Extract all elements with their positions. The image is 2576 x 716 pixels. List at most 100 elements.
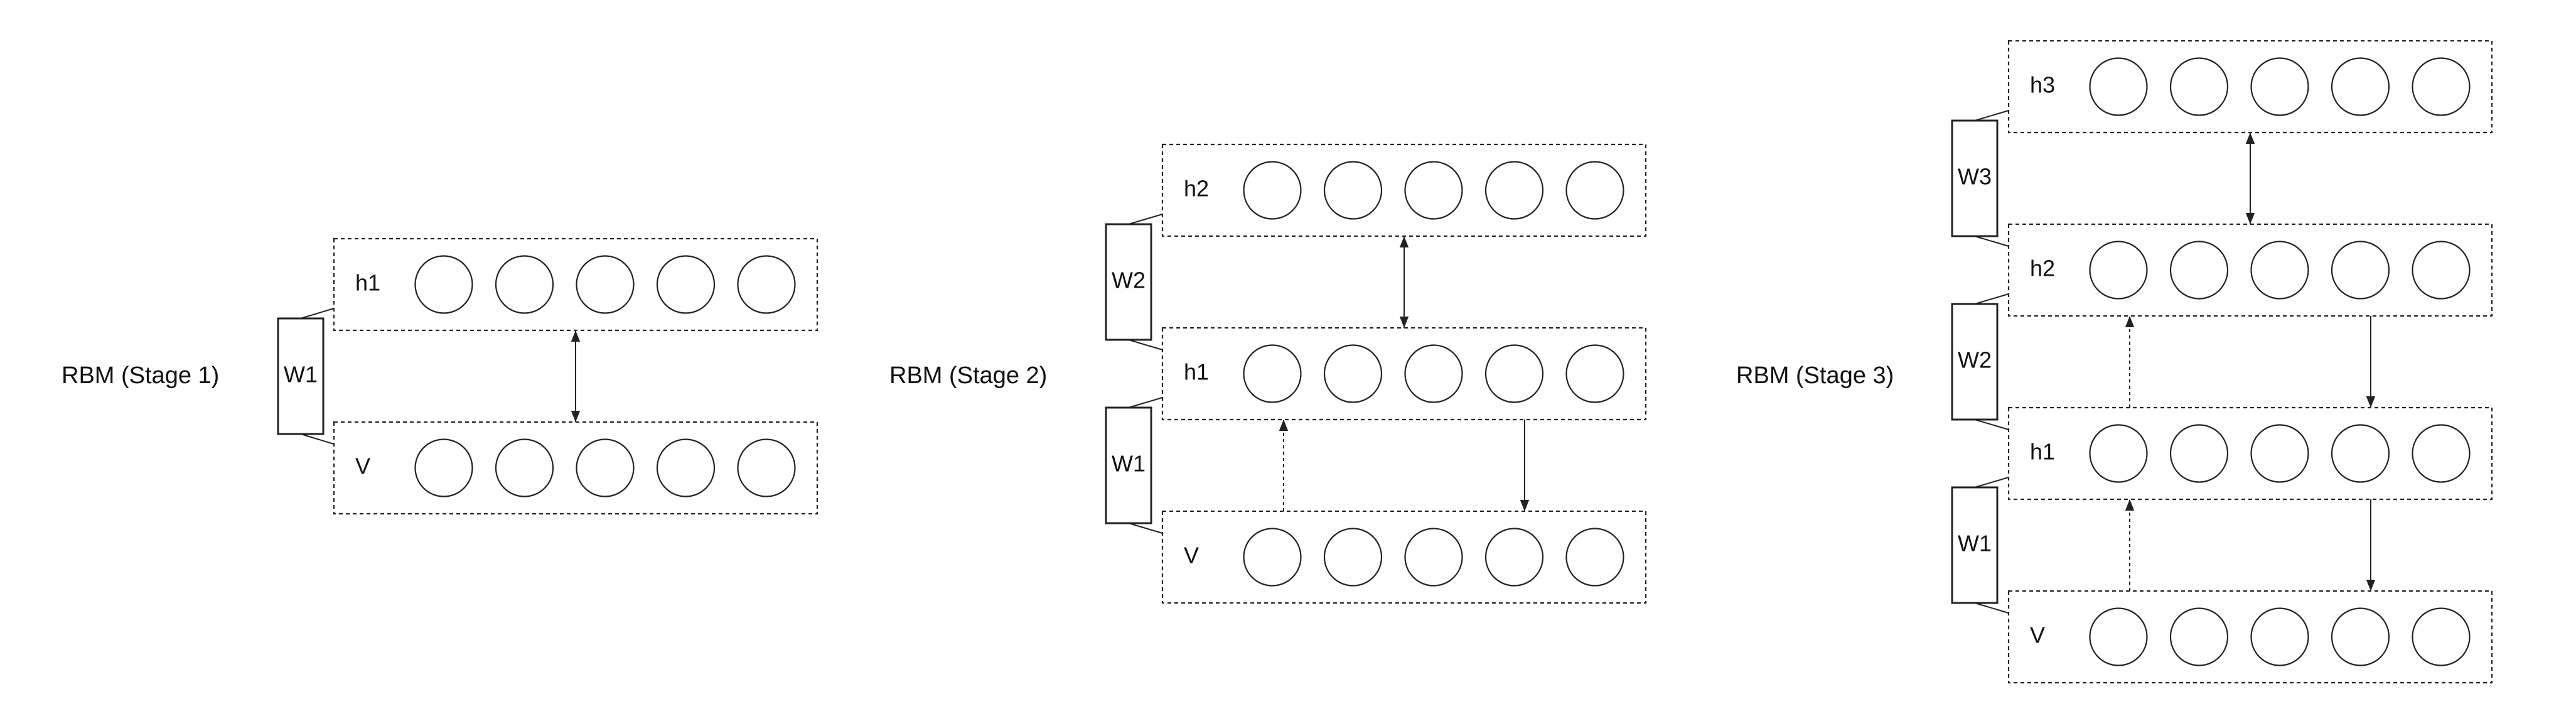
unit-circle: [2089, 424, 2148, 483]
unit-circle: [1565, 344, 1624, 403]
weight-label: W1: [1112, 451, 1146, 477]
unit-circle: [2089, 57, 2148, 116]
unit-circle: [576, 255, 635, 314]
layer-box: [333, 237, 818, 332]
weight-w1: W1: [1105, 397, 1163, 534]
stage-label: RBM (Stage 3): [1736, 362, 1894, 389]
unit-circle: [1243, 161, 1302, 220]
unit-circle: [1404, 161, 1463, 220]
unit-circle: [414, 438, 473, 497]
layer-label: h3: [2030, 72, 2055, 98]
stage-label: RBM (Stage 1): [62, 362, 219, 389]
unit-circle: [1404, 344, 1463, 403]
layer-label: h1: [2030, 439, 2055, 465]
unit-circle: [1323, 161, 1383, 220]
unit-circle: [1565, 528, 1624, 587]
unit-circle: [2169, 607, 2229, 666]
weight-box: [1951, 119, 1999, 237]
stage-label: RBM (Stage 2): [889, 362, 1047, 389]
layer-h2: h2: [1161, 143, 1647, 237]
layer-v: V: [333, 421, 818, 515]
weight-box: [1951, 303, 1999, 421]
unit-circle: [1323, 344, 1383, 403]
layer-box: [2007, 40, 2493, 134]
weight-w2: W2: [1951, 293, 2009, 430]
unit-circle: [576, 438, 635, 497]
layer-box: [2007, 223, 2493, 317]
connector-line: [1974, 419, 2009, 430]
connector-line: [1974, 293, 2009, 305]
layer-box: [2007, 406, 2493, 501]
unit-circle: [2412, 424, 2471, 483]
unit-circle: [1243, 528, 1302, 587]
weight-w3: W3: [1951, 110, 2009, 247]
weight-box: [277, 317, 325, 435]
layer-v: V: [2007, 590, 2493, 684]
layer-label: h1: [1184, 359, 1209, 385]
unit-circle: [1565, 161, 1624, 220]
layer-label: V: [355, 453, 370, 479]
unit-circle: [2250, 241, 2309, 300]
layer-label: h1: [355, 270, 380, 296]
weight-label: W3: [1958, 164, 1992, 190]
unit-circle: [1404, 528, 1463, 587]
stage-group-1: RBM (Stage 1) h1V W1: [62, 237, 818, 515]
layer-h1: h1: [1161, 327, 1647, 421]
unit-circle: [1484, 528, 1544, 587]
weight-label: W1: [284, 362, 318, 388]
unit-circle: [2250, 607, 2309, 666]
connector-line: [1974, 236, 2009, 247]
connector-line: [1128, 214, 1163, 225]
unit-circle: [2089, 607, 2148, 666]
unit-circle: [2412, 57, 2471, 116]
connector-line: [1128, 397, 1163, 408]
unit-circle: [1323, 528, 1383, 587]
connector-line: [1974, 602, 2009, 614]
unit-circle: [2250, 57, 2309, 116]
layer-box: [1161, 143, 1647, 237]
layer-label: V: [2030, 622, 2045, 648]
unit-circle: [1243, 344, 1302, 403]
unit-circle: [2331, 424, 2390, 483]
layer-box: [2007, 590, 2493, 684]
weight-box: [1105, 223, 1152, 341]
unit-circle: [656, 438, 716, 497]
unit-circle: [2089, 241, 2148, 300]
weight-label: W2: [1112, 268, 1146, 293]
unit-circle: [2331, 57, 2390, 116]
connector-line: [1974, 110, 2009, 121]
weight-w1: W1: [1951, 477, 2009, 614]
connector-line: [1974, 477, 2009, 488]
layer-h3: h3: [2007, 40, 2493, 134]
unit-circle: [737, 255, 796, 314]
layer-h2: h2: [2007, 223, 2493, 317]
unit-circle: [495, 255, 554, 314]
layer-label: h2: [1184, 176, 1209, 202]
unit-circle: [2412, 241, 2471, 300]
connector-line: [300, 308, 335, 319]
layer-label: V: [1184, 543, 1199, 568]
unit-circle: [495, 438, 554, 497]
weight-label: W1: [1958, 531, 1992, 556]
unit-circle: [656, 255, 716, 314]
layer-box: [1161, 510, 1647, 604]
unit-circle: [2250, 424, 2309, 483]
unit-circle: [2169, 424, 2229, 483]
unit-circle: [1484, 344, 1544, 403]
unit-circle: [2169, 57, 2229, 116]
unit-circle: [414, 255, 473, 314]
weight-w2: W2: [1105, 214, 1163, 350]
layer-label: h2: [2030, 256, 2055, 281]
weight-label: W2: [1958, 347, 1992, 373]
unit-circle: [2412, 607, 2471, 666]
unit-circle: [737, 438, 796, 497]
layer-v: V: [1161, 510, 1647, 604]
unit-circle: [2331, 607, 2390, 666]
unit-circle: [2169, 241, 2229, 300]
layer-box: [333, 421, 818, 515]
weight-w1: W1: [277, 308, 335, 445]
